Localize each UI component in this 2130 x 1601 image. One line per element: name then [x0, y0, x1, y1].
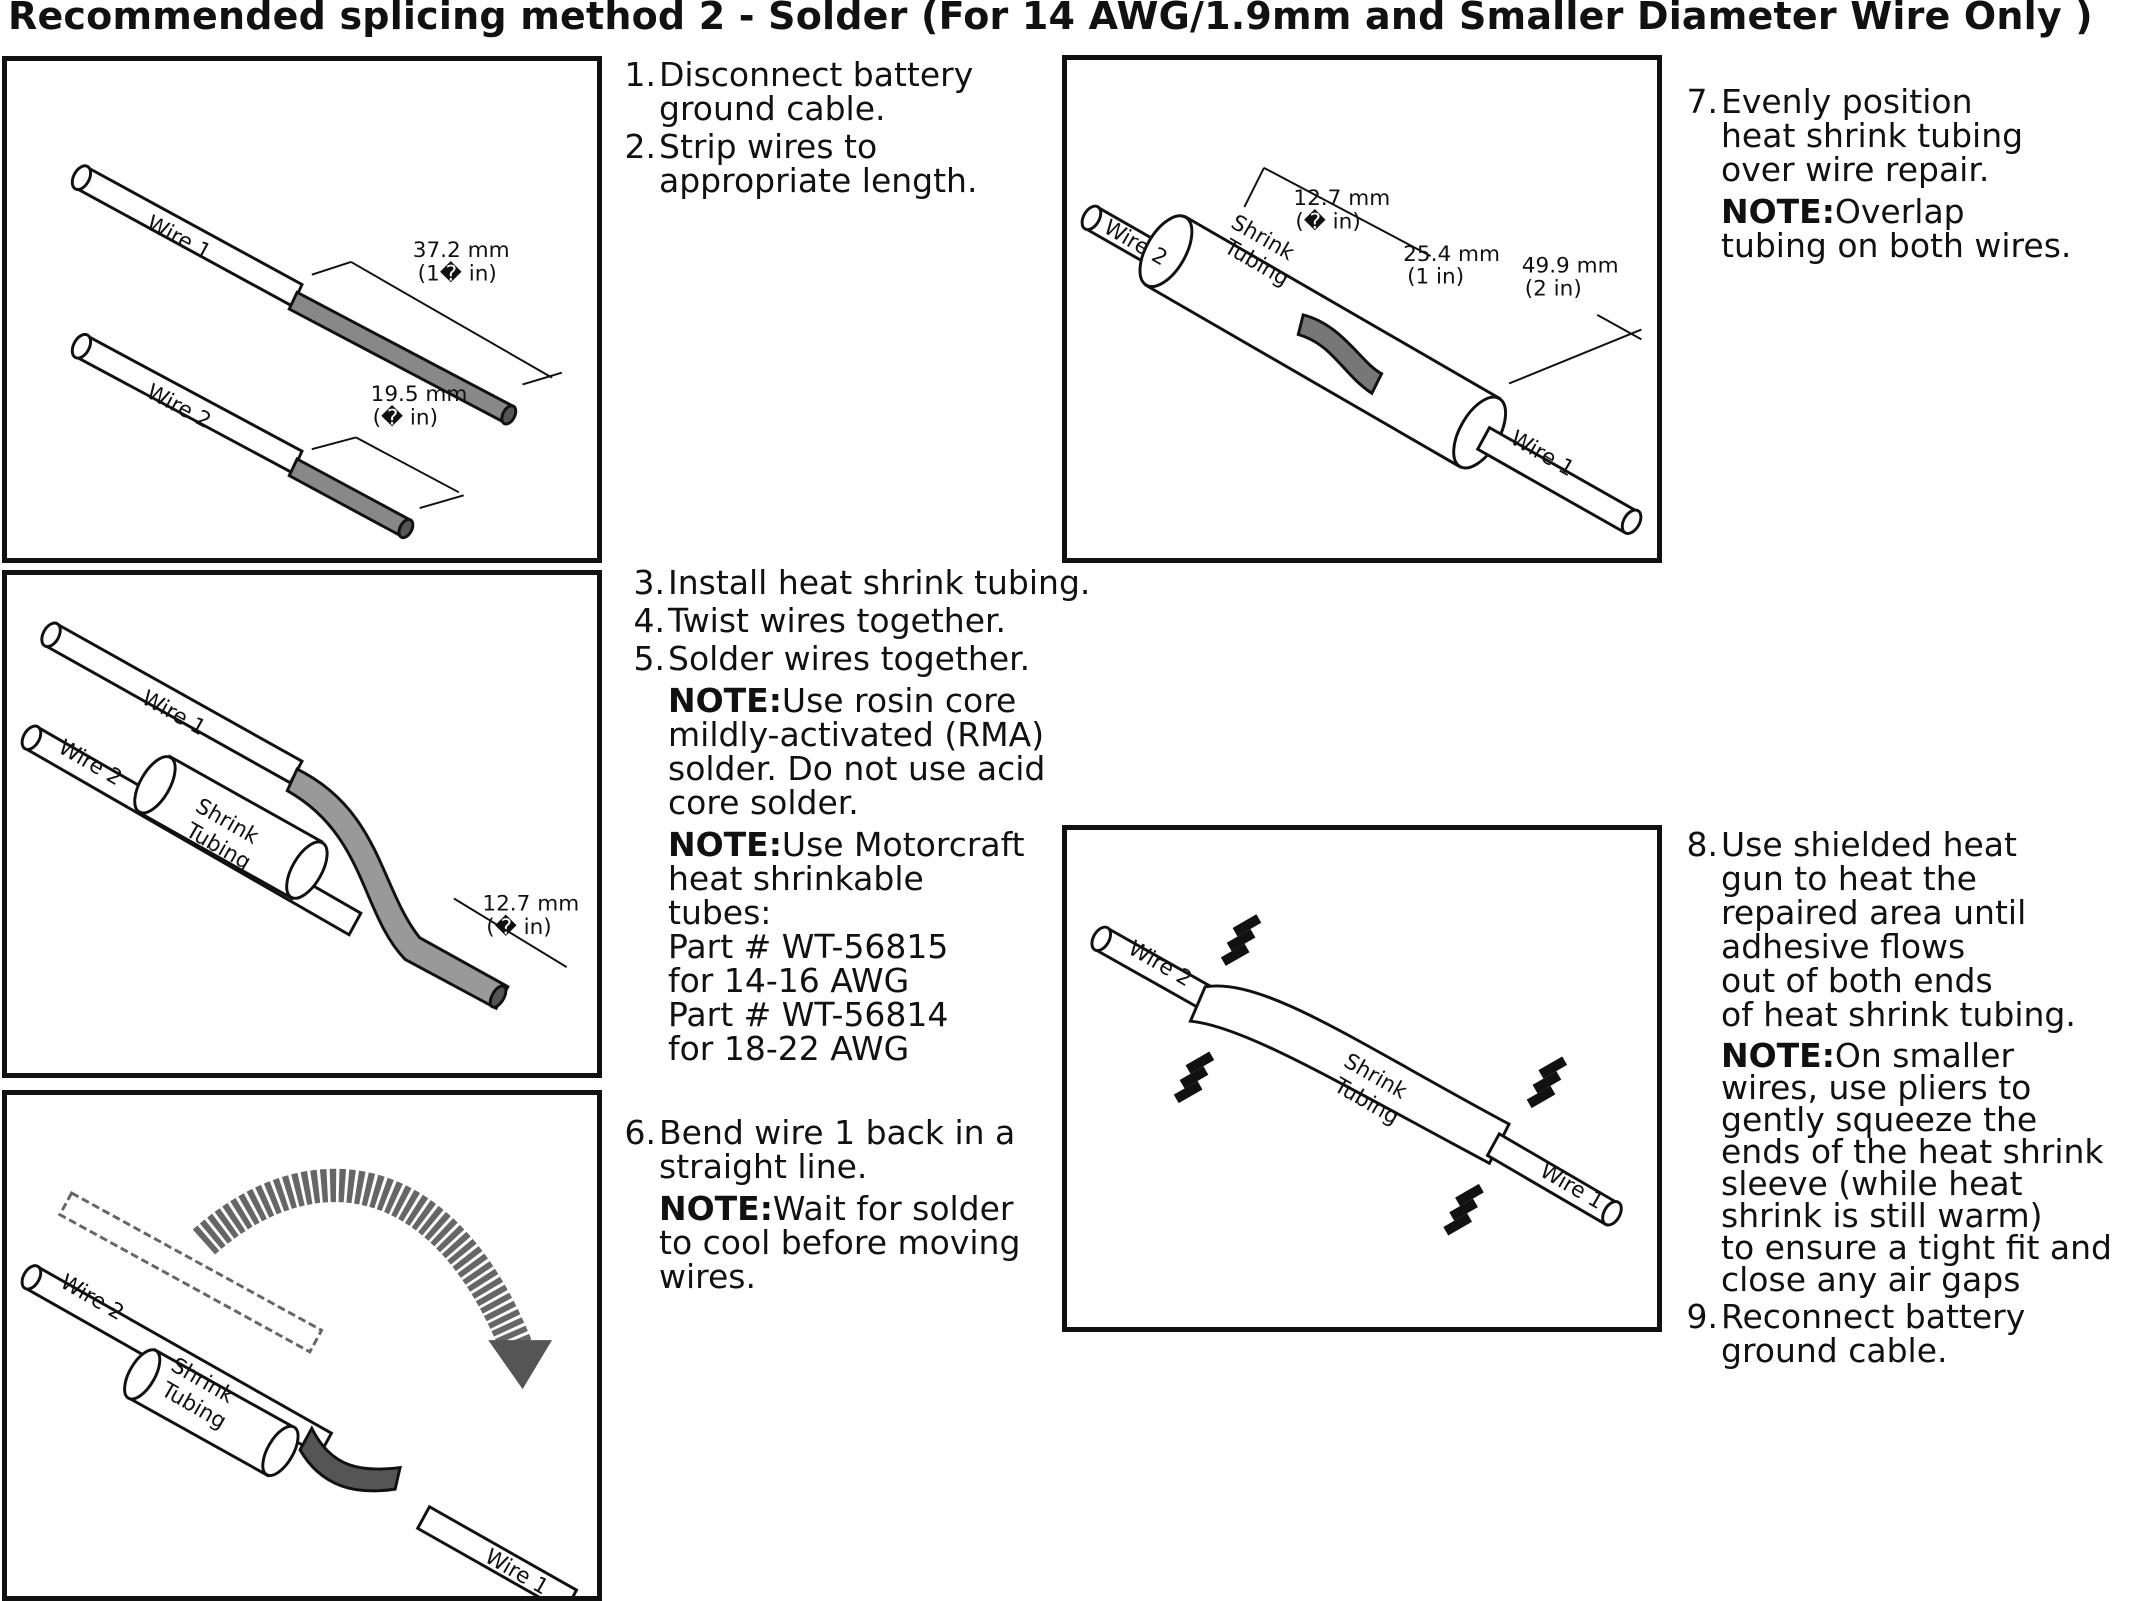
note-overlap: NOTE:Overlap tubing on both wires.: [1721, 192, 2072, 265]
figure-bend-wire: Wire 2 Shrink Tubing Wire 1: [2, 1090, 602, 1601]
dim-49-mm: 49.9 mm: [1522, 254, 1619, 279]
dim-12-in: (� in): [486, 914, 551, 940]
dim-37-mm: 37.2 mm: [413, 238, 510, 263]
steps-1-2: 1.Disconnect battery ground cable. 2.Str…: [618, 58, 1048, 202]
step-4: 4.Twist wires together.: [633, 601, 1007, 640]
bend-wire-illustration: Wire 2 Shrink Tubing Wire 1: [20, 1168, 579, 1596]
figure-install-tubing: Wire 1 Wire 2 Shrink Tubing 12.7 mm (� i…: [2, 570, 602, 1078]
step-7: 7.Evenly position heat shrink tubing ove…: [1686, 82, 2024, 189]
step-8: 8.Use shielded heat gun to heat the repa…: [1686, 825, 2076, 1034]
figure-position-tubing: Wire 2 Shrink Tubing Wire 1 12.7 mm (� i…: [1062, 55, 1662, 563]
dim-49-in: (2 in): [1525, 276, 1582, 301]
step-9: 9.Reconnect battery ground cable.: [1686, 1297, 2026, 1370]
install-tubing-illustration: Wire 1 Wire 2 Shrink Tubing 12.7 mm (� i…: [20, 621, 579, 1011]
page-title: Recommended splicing method 2 - Solder (…: [8, 0, 2093, 38]
dim-37-in: (1� in): [418, 261, 497, 287]
step-2: 2.Strip wires to appropriate length.: [624, 127, 978, 200]
step-8-9-block: 8.Use shielded heat gun to heat the repa…: [1680, 828, 2130, 1372]
step-1: 1.Disconnect battery ground cable.: [624, 55, 974, 128]
figure-heat-tubing: Wire 2 Shrink Tubing Wire 1: [1062, 825, 1662, 1332]
note-pliers: NOTE:On smaller wires, use pliers to gen…: [1721, 1036, 2112, 1299]
step-5: 5.Solder wires together.: [633, 639, 1031, 678]
note-rma-solder: NOTE:Use rosin core mildly-activated (RM…: [668, 681, 1046, 822]
figure-strip-wires: Wire 1 Wire 2 37.2 mm (1� in) 19.5 mm (�…: [2, 56, 602, 563]
note-cool-solder: NOTE:Wait for solder to cool before movi…: [659, 1189, 1021, 1296]
position-tubing-illustration: Wire 2 Shrink Tubing Wire 1 12.7 mm (� i…: [1080, 166, 1643, 535]
heat-tubing-illustration: Wire 2 Shrink Tubing Wire 1: [1090, 914, 1623, 1236]
steps-3-5: 3.Install heat shrink tubing. 4.Twist wi…: [627, 566, 1127, 1070]
dim-12-in: (� in): [1295, 209, 1360, 235]
dim-12-mm: 12.7 mm: [482, 891, 579, 916]
strip-wires-illustration: Wire 1 Wire 2 37.2 mm (1� in) 19.5 mm (�…: [70, 164, 563, 540]
step-7-block: 7.Evenly position heat shrink tubing ove…: [1680, 85, 2120, 267]
dim-19-in: (� in): [373, 405, 438, 431]
dim-25-in: (1 in): [1407, 265, 1464, 290]
step-6-block: 6.Bend wire 1 back in a straight line. N…: [618, 1116, 1058, 1298]
note-motorcraft-tubes: NOTE:Use Motorcraft heat shrinkable tube…: [668, 825, 1025, 1068]
dim-25-mm: 25.4 mm: [1403, 242, 1500, 267]
dim-19-mm: 19.5 mm: [371, 382, 468, 407]
dim-12-mm: 12.7 mm: [1293, 186, 1390, 211]
step-3: 3.Install heat shrink tubing.: [633, 563, 1091, 602]
step-6: 6.Bend wire 1 back in a straight line.: [624, 1113, 1016, 1186]
